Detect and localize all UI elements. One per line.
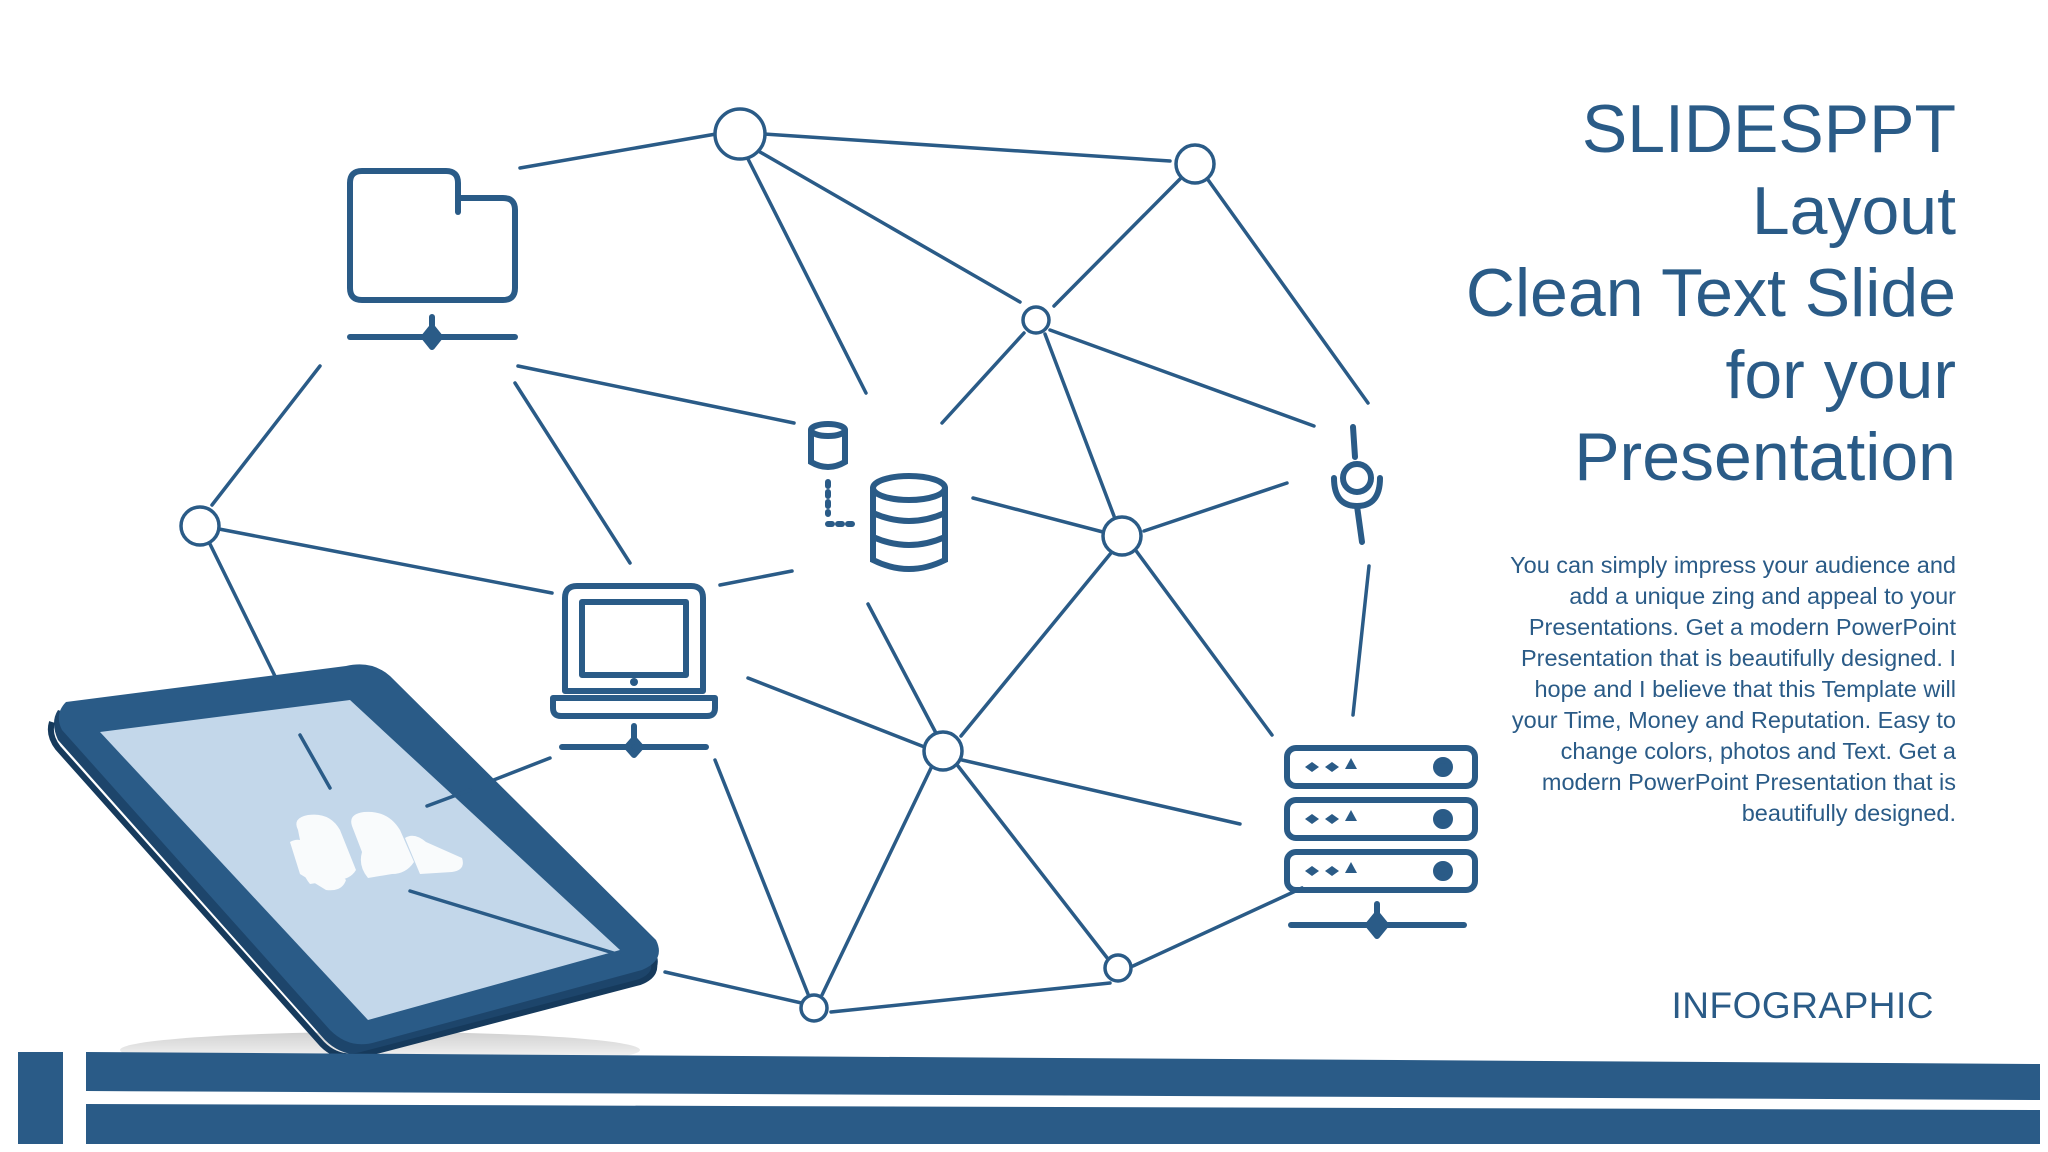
bottom-bars <box>18 1052 2040 1144</box>
network-node <box>1021 305 1051 335</box>
network-nodes <box>179 107 1216 1023</box>
tablet-device <box>47 664 659 1068</box>
title-line: Layout <box>1751 173 1956 249</box>
network-node <box>1103 953 1133 983</box>
bottom-bar-bottom <box>86 1104 2040 1144</box>
network-node <box>1174 143 1216 185</box>
folder-network-icon <box>347 168 518 350</box>
network-node <box>922 730 964 772</box>
database-icon <box>808 421 948 572</box>
network-node <box>179 505 221 547</box>
network-node <box>799 993 829 1023</box>
network-node <box>1101 515 1143 557</box>
network-node <box>713 107 767 161</box>
bottom-bar-left <box>18 1052 63 1144</box>
bottom-bar-top <box>86 1052 2040 1100</box>
title-line: Presentation <box>1574 419 1956 495</box>
title-line: for your <box>1725 337 1956 413</box>
slide-title: SLIDESPPT Layout Clean Text Slide for yo… <box>1256 88 1956 498</box>
title-line: Clean Text Slide <box>1465 255 1956 331</box>
network-edges <box>206 132 1371 1014</box>
title-line: SLIDESPPT <box>1581 91 1956 167</box>
laptop-network-icon <box>550 583 718 758</box>
infographic-tag: INFOGRAPHIC <box>1671 985 1934 1026</box>
users-icon <box>290 811 463 891</box>
person-node-icon <box>1331 424 1383 545</box>
slide-body-text: You can simply impress your audience and… <box>1510 552 1956 826</box>
server-network-icon <box>1284 745 1478 939</box>
